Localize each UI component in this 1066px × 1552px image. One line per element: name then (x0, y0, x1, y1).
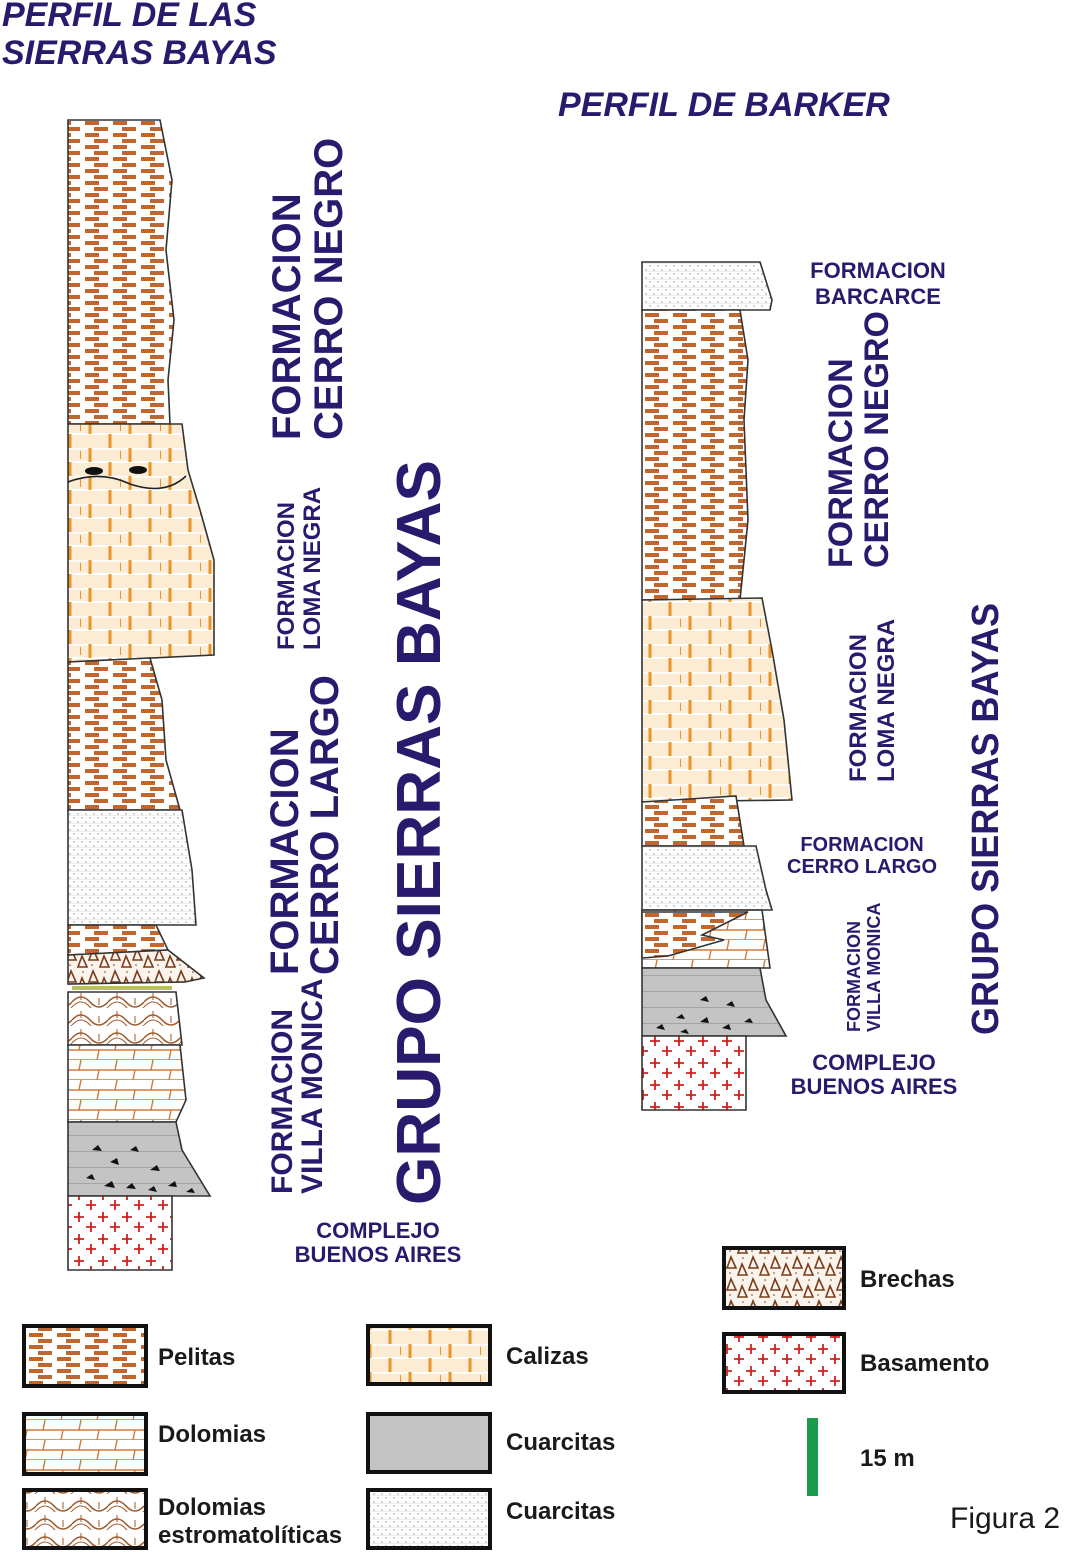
left-layer-dolomia (67, 1044, 187, 1123)
left-fm-loma-negra: FORMACION LOMA NEGRA (273, 487, 326, 650)
legend-label-dolomias: Dolomias (158, 1421, 266, 1448)
right-layer-cerro-largo-cuarcita (641, 845, 774, 911)
left-title-line1: PERFIL DE LAS (2, 0, 257, 34)
left-grupo-sierras-bayas: GRUPO SIERRAS BAYAS (385, 460, 454, 1205)
left-fm-loma-negra-line1: FORMACION (273, 502, 300, 650)
legend-label-cuarcitas-2: Cuarcitas (506, 1498, 615, 1525)
legend-swatch-calizas (366, 1324, 492, 1386)
right-layer-loma-negra (641, 597, 793, 803)
right-fm-villa-monica-line2: VILLA MONICA (864, 903, 884, 1032)
legend-swatch-basamento (722, 1332, 846, 1394)
legend-swatch-dolomias (22, 1412, 148, 1476)
legend-label-calizas: Calizas (506, 1343, 589, 1370)
right-complejo-line1: COMPLEJO (812, 1050, 935, 1075)
left-nodule-1 (85, 467, 103, 475)
right-fm-cerro-negro-line1: FORMACION (822, 358, 860, 568)
right-layer-barcarce (641, 261, 773, 311)
left-fm-cerro-negro: FORMACION CERRO NEGRO (265, 138, 351, 440)
figure-label: Figura 2 (950, 1502, 1060, 1535)
right-fm-loma-negra: FORMACION LOMA NEGRA (845, 619, 900, 782)
right-fm-villa-monica: FORMACION VILLA MONICA (844, 903, 884, 1032)
right-fm-cerro-negro-line2: CERRO NEGRO (858, 311, 896, 568)
scale-label: 15 m (860, 1445, 915, 1472)
right-layer-villa-monica-pelita (641, 911, 749, 959)
legend-label-basamento: Basamento (860, 1350, 989, 1377)
right-fm-cerro-largo-line1: FORMACION (800, 834, 923, 856)
legend-label-brechas: Brechas (860, 1266, 955, 1293)
right-layer-cerro-negro (641, 309, 749, 601)
left-layer-brecha (67, 949, 206, 985)
left-loma-negra-contact (67, 475, 187, 490)
legend-swatch-cuarcitas-light (366, 1488, 492, 1550)
legend-label-cuarcitas-1: Cuarcitas (506, 1429, 615, 1456)
legend-swatch-cuarcitas-dark (366, 1412, 492, 1474)
right-layer-cuarcita-basal (641, 967, 788, 1037)
left-nodule-2 (129, 466, 147, 474)
left-fm-villa-monica-line1: FORMACION (266, 1009, 299, 1194)
right-layer-basamento (641, 1035, 747, 1111)
right-grupo-sierras-bayas: GRUPO SIERRAS BAYAS (965, 603, 1007, 1035)
left-complejo-line1: COMPLEJO (316, 1218, 439, 1243)
legend-swatch-brechas (722, 1246, 846, 1310)
left-fm-cerro-negro-line1: FORMACION (265, 193, 309, 440)
left-layer-cerro-largo-cuarcita (67, 809, 197, 926)
right-fm-loma-negra-line1: FORMACION (845, 634, 872, 782)
right-conglomerate-clasts (656, 996, 753, 1034)
scale-bar (807, 1418, 818, 1496)
right-title: PERFIL DE BARKER (558, 86, 890, 124)
left-layer-cuarcita-basal (67, 1121, 212, 1197)
right-layer-cerro-largo-pelita (641, 795, 745, 847)
left-complejo-line2: BUENOS AIRES (295, 1242, 462, 1267)
left-layer-basamento (67, 1195, 173, 1271)
right-fm-barcarce-line1: FORMACION (810, 258, 946, 283)
right-fm-villa-monica-line1: FORMACION (844, 921, 864, 1032)
right-fm-cerro-negro: FORMACION CERRO NEGRO (822, 311, 896, 568)
right-fm-loma-negra-line2: LOMA NEGRA (873, 619, 900, 782)
left-fm-cerro-largo-line1: FORMACION (263, 728, 307, 975)
left-fm-cerro-negro-line2: CERRO NEGRO (307, 138, 351, 440)
legend-label-dolomias-estro-line2: estromatolíticas (158, 1522, 342, 1549)
left-conglomerate-clasts (86, 1145, 195, 1193)
right-fm-cerro-largo-line2: CERRO LARGO (787, 856, 937, 878)
legend: Pelitas Dolomias Dolomias estromatolític… (22, 1246, 989, 1550)
legend-label-pelitas: Pelitas (158, 1344, 235, 1371)
left-fm-loma-negra-line2: LOMA NEGRA (299, 487, 326, 650)
left-fm-villa-monica-line2: VILLA MONICA (296, 978, 329, 1194)
legend-swatch-pelitas (22, 1324, 148, 1388)
left-column (67, 119, 215, 1271)
left-fm-villa-monica: FORMACION VILLA MONICA (266, 978, 329, 1194)
left-layer-dolomia-estro (67, 991, 183, 1046)
right-column (641, 261, 793, 1111)
right-fm-barcarce-line2: BARCARCE (815, 284, 941, 309)
legend-swatch-dolomias-estromatoliticas (22, 1488, 148, 1550)
right-complejo-line2: BUENOS AIRES (791, 1074, 958, 1099)
left-layer-cerro-negro (67, 119, 175, 425)
left-fm-cerro-largo-line2: CERRO LARGO (303, 675, 347, 975)
left-layer-cerro-largo-pelita (67, 657, 182, 811)
left-layer-loma-negra (67, 423, 215, 663)
left-title-line2: SIERRAS BAYAS (2, 34, 277, 72)
legend-label-dolomias-estro-line1: Dolomias (158, 1494, 266, 1521)
left-fm-cerro-largo: FORMACION CERRO LARGO (263, 675, 347, 975)
